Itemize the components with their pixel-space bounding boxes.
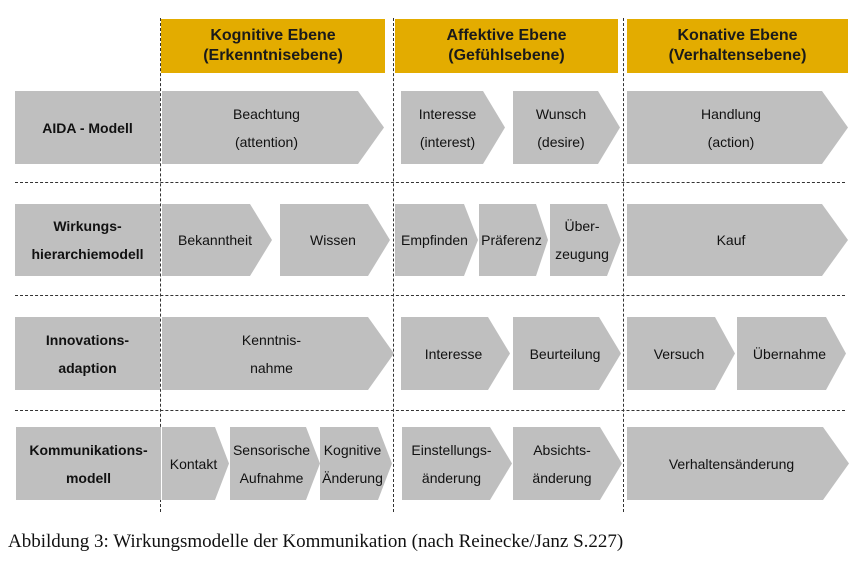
step-arrow: Interesse (interest) <box>401 91 505 164</box>
row-label-innovationsadaption: Innovations-adaption <box>15 317 160 390</box>
text-line: Interesse <box>418 105 477 122</box>
text-line: Kommunikations- <box>29 441 148 458</box>
step-arrow: Über-zeugung <box>550 204 621 276</box>
text-line: änderung <box>421 469 482 486</box>
text-line: Wunsch <box>535 105 587 122</box>
text-line: änderung <box>532 469 592 486</box>
text-line: Versuch <box>653 345 705 362</box>
step-arrow: Wissen <box>280 204 390 276</box>
text-line: Affektive Ebene <box>446 27 567 44</box>
text-line: Interesse <box>424 345 483 362</box>
text-line: (attention) <box>234 133 299 150</box>
step-arrow: Absichts-änderung <box>513 427 622 500</box>
text-line: Änderung <box>322 469 383 486</box>
text-line: (Gefühlsebene) <box>448 47 565 64</box>
step-arrow: Einstellungs-änderung <box>402 427 512 500</box>
text-line: Wirkungs- <box>53 218 122 234</box>
step-arrow: Kontakt <box>162 427 229 500</box>
text-line: Aufnahme <box>239 469 304 486</box>
text-line: (Verhaltensebene) <box>668 47 807 64</box>
text-line: Präferenz <box>481 232 542 248</box>
step-arrow: Interesse <box>401 317 510 390</box>
text-line: Kognitive <box>323 441 382 458</box>
column-divider <box>393 18 394 512</box>
text-line: Übernahme <box>752 345 827 362</box>
text-line: Empfinden <box>401 232 468 248</box>
text-line: Kenntnis- <box>241 331 302 348</box>
row-label-aida-modell: AIDA - Modell <box>15 91 160 164</box>
step-arrow: Empfinden <box>395 204 478 276</box>
step-arrow: Wunsch (desire) <box>513 91 620 164</box>
text-line: (action) <box>707 133 755 150</box>
text-line: hierarchiemodell <box>31 246 144 262</box>
text-line: modell <box>65 469 112 486</box>
text-line: nahme <box>250 359 293 376</box>
text-line: (interest) <box>419 133 476 150</box>
text-line: Beachtung <box>233 105 300 122</box>
row-divider <box>15 410 845 411</box>
text-line: Sensorische <box>232 441 311 458</box>
text-line: adaption <box>58 359 117 376</box>
text-line: Kontakt <box>169 455 218 472</box>
figure-caption: Abbildung 3: Wirkungsmodelle der Kommuni… <box>8 531 624 552</box>
text-line: (desire) <box>537 133 585 150</box>
text-line: Beurteilung <box>529 345 601 362</box>
header-affektive-ebene: Affektive Ebene (Gefühlsebene) <box>395 19 618 73</box>
step-arrow: Verhaltensänderung <box>627 427 849 500</box>
header-kognitive-ebene: Kognitive Ebene (Erkenntnisebene) <box>161 19 385 73</box>
text-line: Einstellungs- <box>411 441 492 458</box>
text-line: AIDA - Modell <box>42 119 133 136</box>
step-arrow: Beurteilung <box>513 317 621 390</box>
step-arrow: Übernahme <box>737 317 846 390</box>
text-line: Kauf <box>716 232 746 248</box>
step-arrow: Präferenz <box>479 204 548 276</box>
text-line: Absichts- <box>533 441 591 458</box>
step-arrow: Bekanntheit <box>162 204 272 276</box>
text-line: Konative Ebene <box>677 27 798 44</box>
step-arrow: Versuch <box>627 317 735 390</box>
text-line: Handlung <box>701 105 761 122</box>
text-line: (Erkenntnisebene) <box>203 47 343 64</box>
header-konative-ebene: Konative Ebene (Verhaltensebene) <box>627 19 848 73</box>
text-line: Über- <box>564 218 600 234</box>
step-arrow: Kauf <box>627 204 848 276</box>
text-line: zeugung <box>555 246 609 262</box>
text-line: Bekanntheit <box>178 232 252 248</box>
row-divider <box>15 182 845 183</box>
text-line: Innovations- <box>45 331 130 348</box>
text-line: Kognitive Ebene <box>210 27 336 44</box>
column-divider <box>160 18 161 512</box>
step-arrow: Handlung (action) <box>627 91 848 164</box>
step-arrow: Kenntnis-nahme <box>162 317 394 390</box>
text-line: Verhaltensänderung <box>668 455 795 472</box>
text-line: Wissen <box>310 232 356 248</box>
column-divider <box>623 18 624 512</box>
row-divider <box>15 295 845 296</box>
row-label-wirkungshierarchiemodell: Wirkungs-hierarchiemodell <box>15 204 160 276</box>
step-arrow: Beachtung (attention) <box>162 91 384 164</box>
row-label-kommunikationsmodell: Kommunikations-modell <box>16 427 161 500</box>
